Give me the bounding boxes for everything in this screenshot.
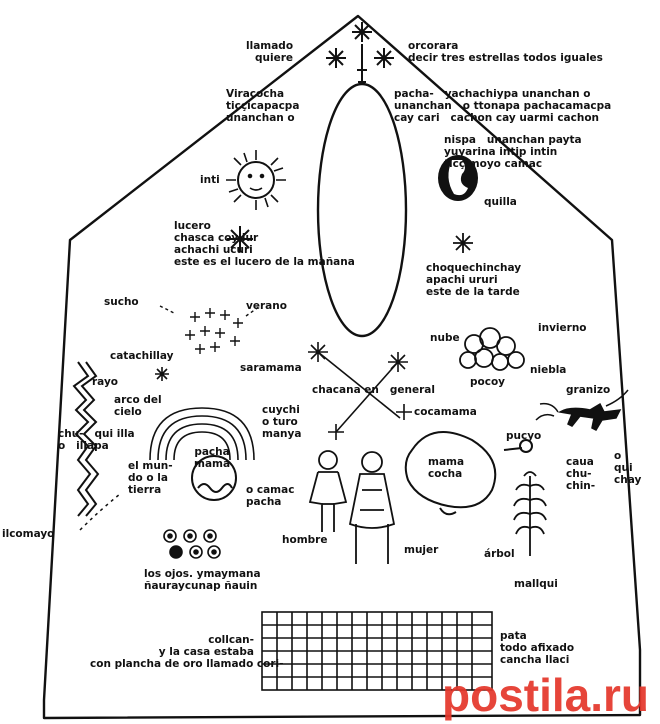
evening-star-icon [453, 233, 473, 253]
label-rayo: rayo [92, 376, 118, 388]
label-mama-cocha: mama cocha [428, 456, 465, 480]
label-pacha-text: pacha- yachachiypa unanchan o unanchan o… [394, 88, 612, 124]
label-hombre: hombre [282, 534, 328, 546]
hail-feline-icon [535, 389, 629, 431]
man-figure-icon [308, 450, 348, 532]
watermark: postila.ru [442, 669, 650, 721]
label-viracocha: Viracocha ticçicapacpa unanchan o [226, 88, 300, 124]
label-mujer: mujer [404, 544, 439, 556]
label-saramama: saramama [240, 362, 302, 374]
label-chuqui: chu- qui illa o illapa [58, 428, 135, 452]
woman-figure-icon [348, 451, 396, 564]
label-caua: caua chu- chin- [566, 456, 596, 492]
label-lucero: lucero chasca coyllur achachi ucuri este… [174, 220, 355, 268]
sun-icon [226, 150, 286, 210]
lightning-icon [72, 361, 100, 517]
label-llamado-quiere: llamado quiere [246, 40, 294, 64]
label-ojos: los ojos. ymaymana ñauraycunap ñauin [144, 568, 261, 592]
label-cocamama: cocamama [414, 406, 477, 418]
pleiades-stars-icon [159, 305, 261, 354]
storehouse-grid [261, 611, 493, 691]
three-stars-icon [326, 22, 394, 84]
label-invierno: invierno [538, 322, 587, 334]
tree-icon [513, 471, 547, 556]
cloud-icon [459, 327, 525, 371]
chacana-cross [308, 342, 412, 440]
label-o-qui-chay: o qui chay [614, 450, 642, 486]
label-nispa: nispa unanchan payta yuyarina intip inti… [444, 134, 582, 170]
central-oval [316, 82, 408, 338]
label-quilla: quilla [484, 196, 517, 208]
label-pocoy: pocoy [470, 376, 506, 388]
rainbow-icon [149, 407, 255, 461]
label-verano: verano [246, 300, 287, 312]
label-cuychi: cuychi o turo manya [262, 404, 302, 440]
label-ilcomayo: ilcomayo [2, 528, 55, 540]
label-choquechinchay: choquechinchay apachi ururi este de la t… [426, 262, 522, 298]
label-pacha-mama: pacha mama [194, 446, 231, 470]
catachillay-star-icon [155, 367, 169, 381]
moon-icon [438, 155, 478, 201]
label-collcan: collcan- y la casa estaba con plancha de… [90, 634, 284, 670]
label-mallqui: mallqui [514, 578, 558, 590]
label-pata: pata todo afixado cancha llaci [500, 630, 575, 666]
label-arbol: árbol [484, 548, 515, 560]
label-nube: nube [430, 332, 460, 344]
label-pucyo: pucyo [506, 430, 542, 442]
label-el-mundo: el mun- do o la tierra [128, 460, 173, 496]
lake-icon [404, 431, 533, 516]
label-inti: inti [200, 174, 220, 186]
morning-star-icon [227, 226, 253, 252]
river-icon [79, 493, 121, 531]
label-arco: arco del cielo [114, 394, 162, 418]
label-niebla: niebla [530, 364, 567, 376]
label-catachillay: catachillay [110, 350, 174, 362]
label-o-camac: o camac pacha [246, 484, 295, 508]
eyes-icon [163, 529, 221, 559]
label-chacana: chacana en general [312, 384, 435, 396]
house-outline [42, 14, 642, 720]
earth-icon [191, 455, 237, 501]
label-sucho: sucho [104, 296, 139, 308]
label-granizo: granizo [566, 384, 611, 396]
label-orcorara: orcorara decir tres estrellas todos igua… [408, 40, 603, 64]
